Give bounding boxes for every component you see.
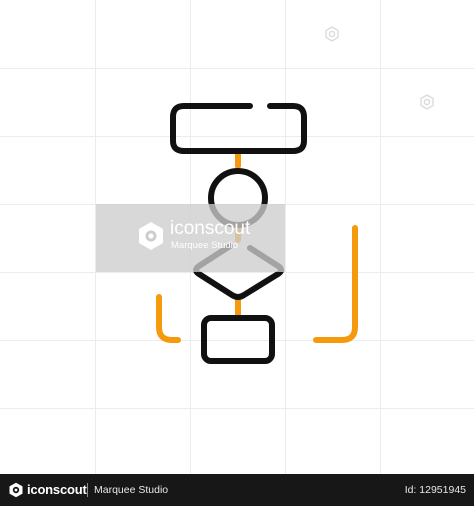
footer-bar: iconscout Marquee Studio Id: 12951945 [0,474,474,506]
iconscout-logo-icon [139,222,163,250]
right-bracket [313,225,358,343]
footer-author: Marquee Studio [94,484,169,496]
watermark-small-icon [325,26,339,42]
iconscout-logo-icon [9,482,23,498]
watermark-small-icon [420,94,434,110]
footer-divider [87,483,88,497]
watermark-overlay: iconscout Marquee Studio [96,204,285,272]
watermark-brand: iconscout [170,218,251,239]
footer-asset-id: Id: 12951945 [404,484,466,496]
background-grid [0,0,474,474]
left-bracket [156,294,181,343]
watermark-author: Marquee Studio [171,240,239,251]
bottom-rectangle-node [201,315,275,364]
top-rectangle-node [170,103,307,154]
footer-brand: iconscout [27,482,87,497]
